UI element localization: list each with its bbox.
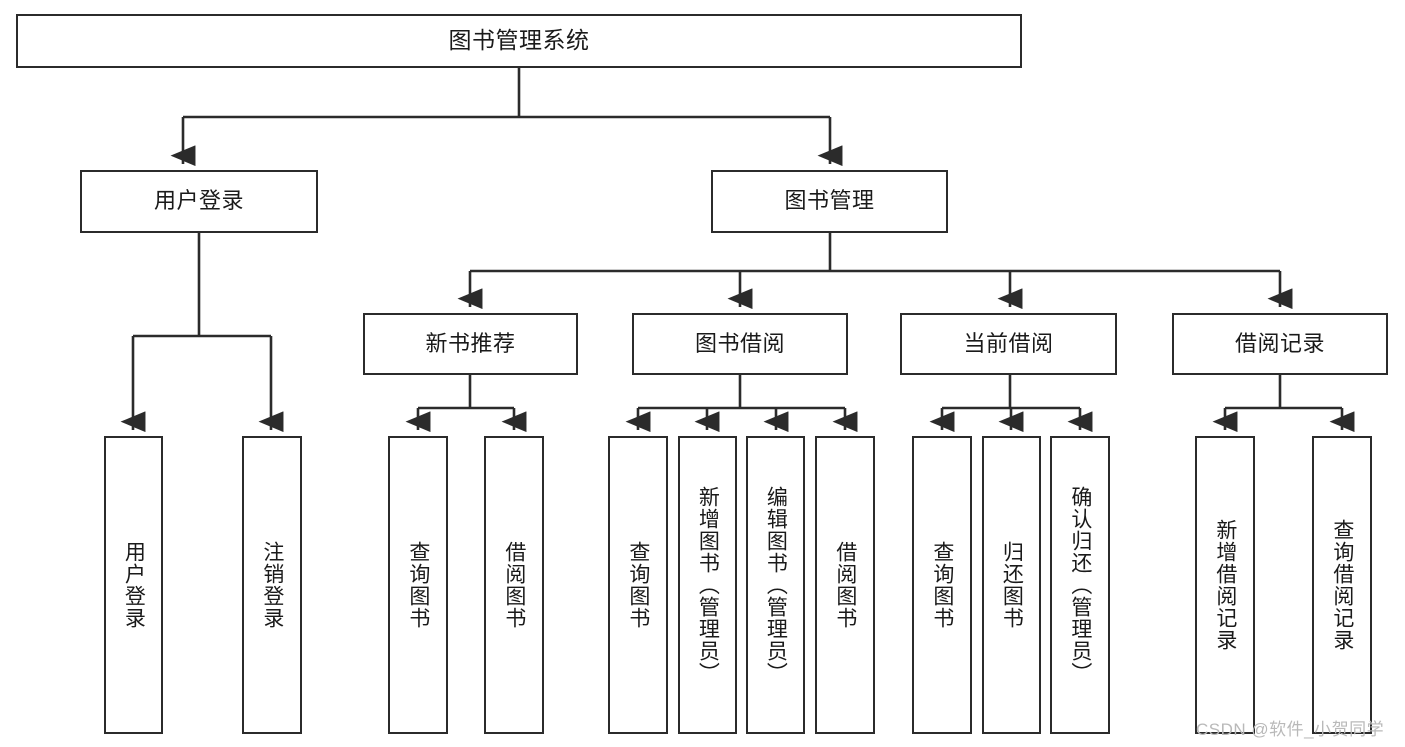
leaf-borrow-book-rec[interactable]: 借阅图书: [484, 436, 544, 734]
leaf-return-book[interactable]: 归还图书: [982, 436, 1041, 734]
node-label: 归还图书: [1000, 541, 1024, 629]
leaf-user-login[interactable]: 用户登录: [104, 436, 163, 734]
node-label: 查询图书: [406, 541, 430, 629]
node-borrow-record[interactable]: 借阅记录: [1172, 313, 1388, 375]
node-label: 借阅图书: [833, 541, 857, 629]
node-label: 图书管理系统: [448, 27, 590, 54]
node-label: 查询图书: [930, 541, 954, 629]
node-current-borrow[interactable]: 当前借阅: [900, 313, 1117, 375]
node-label: 查询借阅记录: [1330, 519, 1354, 651]
leaf-add-borrow-record[interactable]: 新增借阅记录: [1195, 436, 1255, 734]
node-label: 编辑图书（管理员）: [764, 486, 788, 684]
node-label: 当前借阅: [963, 330, 1054, 356]
node-book-management[interactable]: 图书管理: [711, 170, 948, 233]
node-label: 图书管理: [784, 188, 875, 214]
leaf-query-book-current[interactable]: 查询图书: [912, 436, 972, 734]
node-label: 借阅记录: [1234, 330, 1325, 356]
leaf-logout-login[interactable]: 注销登录: [242, 436, 302, 734]
node-label: 图书借阅: [694, 330, 785, 356]
node-label: 用户登录: [153, 188, 244, 214]
leaf-query-borrow-record[interactable]: 查询借阅记录: [1312, 436, 1372, 734]
node-label: 用户登录: [122, 541, 146, 629]
node-label: 新书推荐: [425, 330, 516, 356]
leaf-borrow-book[interactable]: 借阅图书: [815, 436, 875, 734]
leaf-add-book-admin[interactable]: 新增图书（管理员）: [678, 436, 737, 734]
node-label: 借阅图书: [502, 541, 526, 629]
node-label: 新增借阅记录: [1213, 519, 1237, 651]
node-new-book-recommend[interactable]: 新书推荐: [363, 313, 578, 375]
leaf-confirm-return-admin[interactable]: 确认归还（管理员）: [1050, 436, 1110, 734]
leaf-query-book-rec[interactable]: 查询图书: [388, 436, 448, 734]
node-label: 查询图书: [626, 541, 650, 629]
node-book-borrow[interactable]: 图书借阅: [632, 313, 848, 375]
node-label: 注销登录: [260, 541, 284, 629]
leaf-edit-book-admin[interactable]: 编辑图书（管理员）: [746, 436, 805, 734]
node-root-system[interactable]: 图书管理系统: [16, 14, 1022, 68]
leaf-query-book-borrow[interactable]: 查询图书: [608, 436, 668, 734]
csdn-watermark: CSDN @软件_小贺同学: [1196, 720, 1385, 739]
node-user-login[interactable]: 用户登录: [80, 170, 318, 233]
node-label: 确认归还（管理员）: [1068, 486, 1092, 684]
node-label: 新增图书（管理员）: [696, 486, 720, 684]
